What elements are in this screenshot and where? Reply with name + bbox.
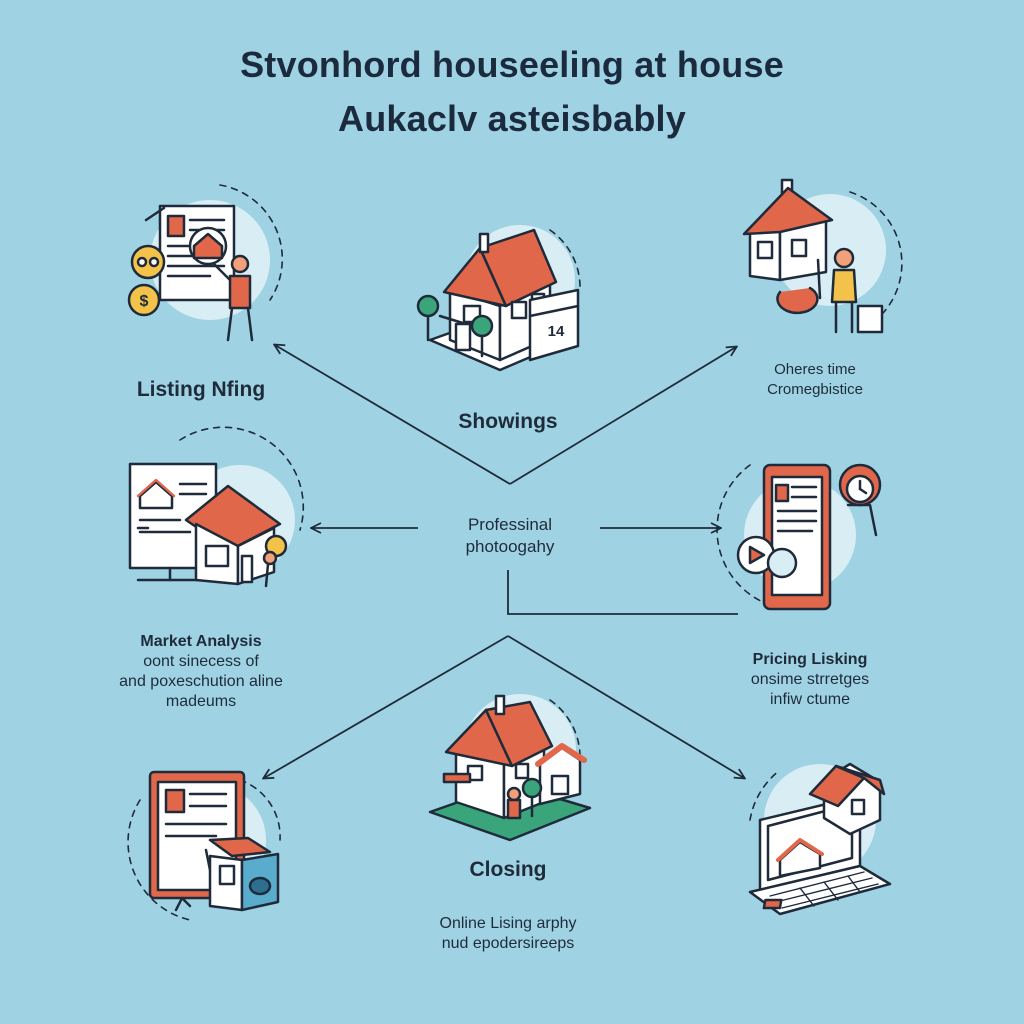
market-caption: Market Analysis oont sinecess of and pox… (96, 632, 306, 712)
connector-to-laptop (507, 635, 744, 778)
market-label: Market Analysis (140, 633, 262, 650)
billboard-house-icon (128, 426, 305, 588)
pricing-label: Pricing Lisking (752, 651, 868, 668)
svg-text:$: $ (140, 293, 149, 310)
svg-text:14: 14 (548, 323, 565, 340)
diagram-title: Stvonhord houseeling at house Aukaclv as… (0, 38, 1024, 146)
connector-to-tablet (507, 570, 738, 615)
online-caption-line-1: Online Lising arphy (439, 915, 577, 932)
title-line-1: Stvonhord houseeling at house (240, 44, 784, 85)
house-with-yard-icon (428, 694, 592, 842)
tablet-media-icon (716, 463, 882, 611)
pricing-caption-line-2: infiw ctume (769, 691, 851, 708)
laptop-house-icon (748, 762, 892, 916)
other-caption: Oheres time Cromegbistice (720, 360, 910, 400)
house-with-person-icon (742, 178, 903, 334)
showings-label: Showings (458, 410, 558, 433)
pricing-caption-line-1: onsime strretges (750, 671, 870, 688)
document-with-house-icon (127, 770, 281, 921)
house-with-calendar-icon: 14 (416, 225, 581, 372)
listing-document-icon: $ (127, 184, 284, 342)
title-line-2: Aukaclv asteisbably (338, 98, 686, 139)
other-caption-line-1: Oheres time (774, 361, 856, 378)
listing-label: Listing Nfing (136, 378, 266, 401)
other-caption-line-2: Cromegbistice (767, 381, 863, 398)
connector-to-document (264, 635, 509, 778)
center-caption-line-2: photoogahy (465, 537, 555, 556)
online-caption: Online Lising arphy nud epodersireeps (400, 914, 616, 954)
connectors (264, 345, 744, 778)
market-caption-line-2: and poxeschution aline (119, 673, 283, 690)
closing-label: Closing (469, 858, 547, 881)
center-caption: Professinal photoogahy (420, 514, 600, 558)
online-caption-line-2: nud epodersireeps (441, 935, 575, 952)
market-caption-line-3: madeums (165, 693, 237, 710)
connector-to-other (509, 347, 736, 485)
connector-to-listing (275, 345, 511, 485)
market-caption-line-1: oont sinecess of (143, 653, 259, 670)
pricing-caption: Pricing Lisking onsime strretges infiw c… (710, 650, 910, 710)
center-caption-line-1: Professinal (467, 515, 553, 534)
